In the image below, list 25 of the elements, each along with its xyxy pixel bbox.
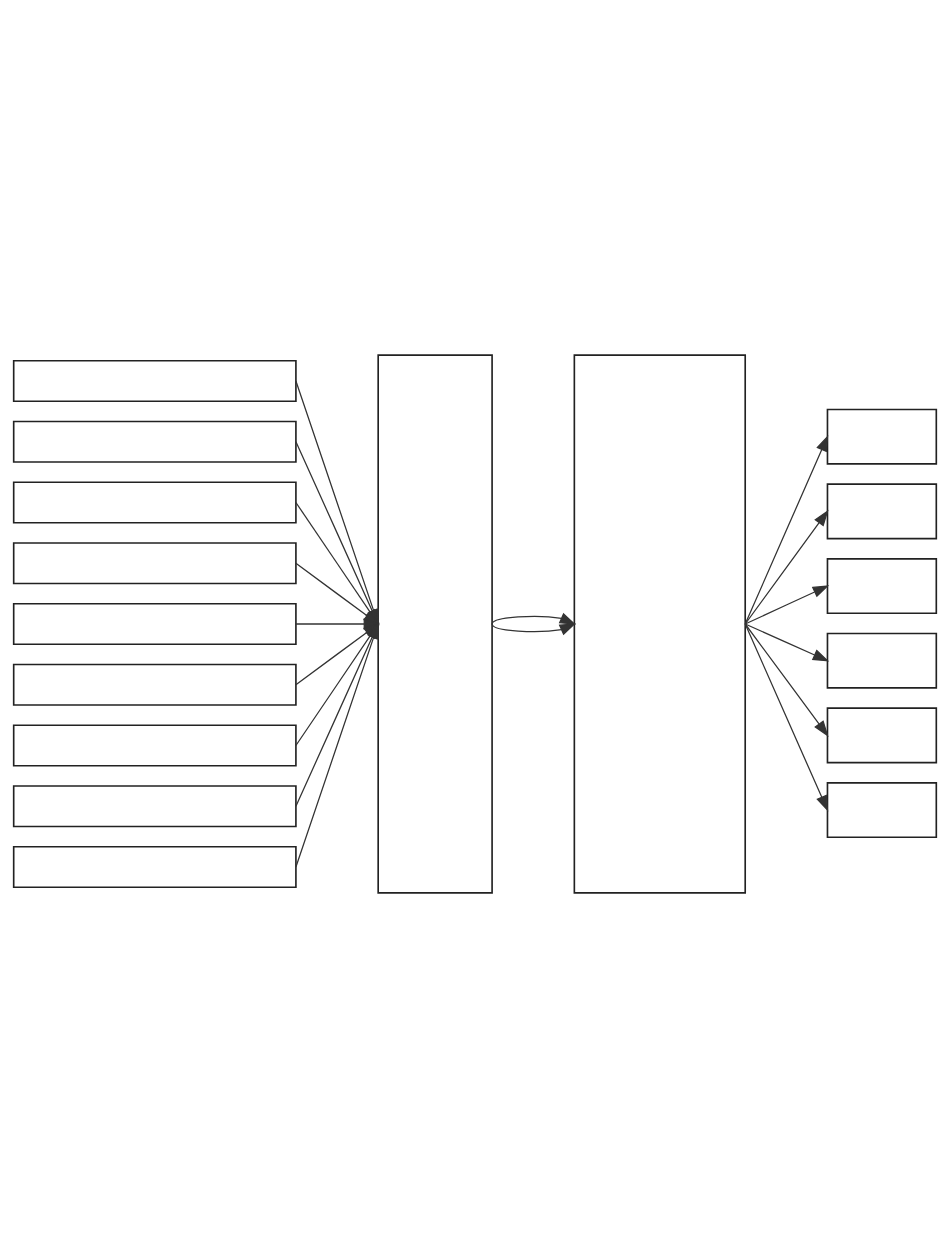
arrow [744, 623, 829, 812]
node-box [826, 408, 938, 465]
arrow [491, 623, 577, 636]
node-box [12, 420, 297, 463]
arrow [491, 612, 577, 625]
node-box [12, 602, 297, 646]
arrow [744, 434, 829, 625]
node-box [12, 663, 297, 706]
node-box [12, 785, 297, 828]
node-box [377, 354, 493, 894]
node-box [12, 481, 297, 524]
node-box [12, 359, 297, 403]
node-box [826, 782, 938, 839]
arrow [744, 585, 830, 625]
node-box [12, 724, 297, 767]
node-box [12, 845, 297, 889]
node-box [826, 558, 938, 615]
node-box [573, 354, 747, 894]
arrow [744, 623, 829, 737]
arrow [744, 623, 830, 662]
node-box [826, 707, 938, 764]
node-box [826, 632, 938, 689]
node-box [826, 483, 938, 540]
node-box [12, 542, 297, 585]
arrow [744, 509, 829, 625]
